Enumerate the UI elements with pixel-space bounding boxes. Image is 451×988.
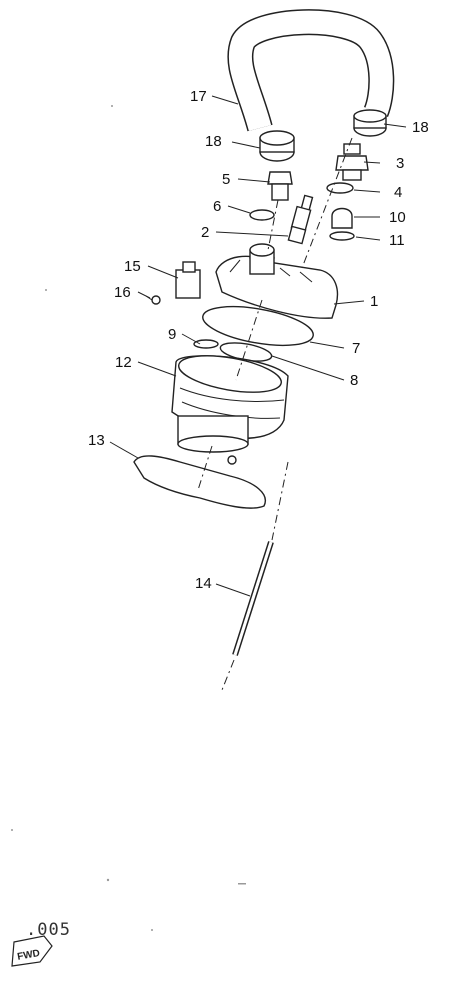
hose-clamp-right (353, 109, 387, 137)
assembly-axis-lines (197, 137, 353, 691)
callout-5: 5 (222, 171, 230, 188)
callout-3: 3 (396, 155, 404, 172)
callout-9: 9 (168, 326, 176, 343)
callout-2: 2 (201, 224, 209, 241)
washer-part-6 (249, 209, 275, 221)
callout-4: 4 (394, 184, 402, 201)
fitting-part-3 (335, 143, 369, 181)
washer-part-4 (326, 182, 354, 194)
gasket-part-7 (202, 305, 314, 347)
thermostat-part-15 (175, 261, 201, 299)
callout-leaders (109, 95, 407, 597)
forward-arrow-icon: FWD (11, 935, 53, 967)
callout-14: 14 (195, 575, 212, 592)
hose-clamp-left (259, 130, 295, 162)
washer-part-11 (329, 231, 355, 241)
spark-plug-part-2 (287, 194, 314, 245)
callout-16: 16 (114, 284, 131, 301)
scan-specks (11, 105, 246, 931)
callout-12: 12 (115, 354, 132, 371)
callout-15: 15 (124, 258, 141, 275)
o-ring-part-9 (193, 339, 219, 349)
callout-1: 1 (370, 293, 378, 310)
callout-18-left: 18 (205, 133, 222, 150)
callout-8: 8 (350, 372, 358, 389)
cylinder-part-12 (171, 355, 289, 465)
base-gasket-part-13 (133, 455, 266, 509)
callout-11: 11 (389, 232, 405, 249)
bolt-part-5 (267, 171, 293, 201)
fwd-label: FWD (16, 948, 40, 963)
callout-10: 10 (389, 209, 406, 226)
cap-nut-part-10 (331, 207, 353, 229)
cylinder-head-part-1 (215, 243, 339, 319)
callout-6: 6 (213, 198, 221, 215)
callout-17: 17 (190, 88, 207, 105)
hose-part-17 (227, 9, 395, 132)
callout-13: 13 (88, 432, 105, 449)
callout-7: 7 (352, 340, 360, 357)
callout-18-right: 18 (412, 119, 429, 136)
page-code: .005 (26, 920, 71, 940)
stud-part-14 (232, 541, 274, 656)
